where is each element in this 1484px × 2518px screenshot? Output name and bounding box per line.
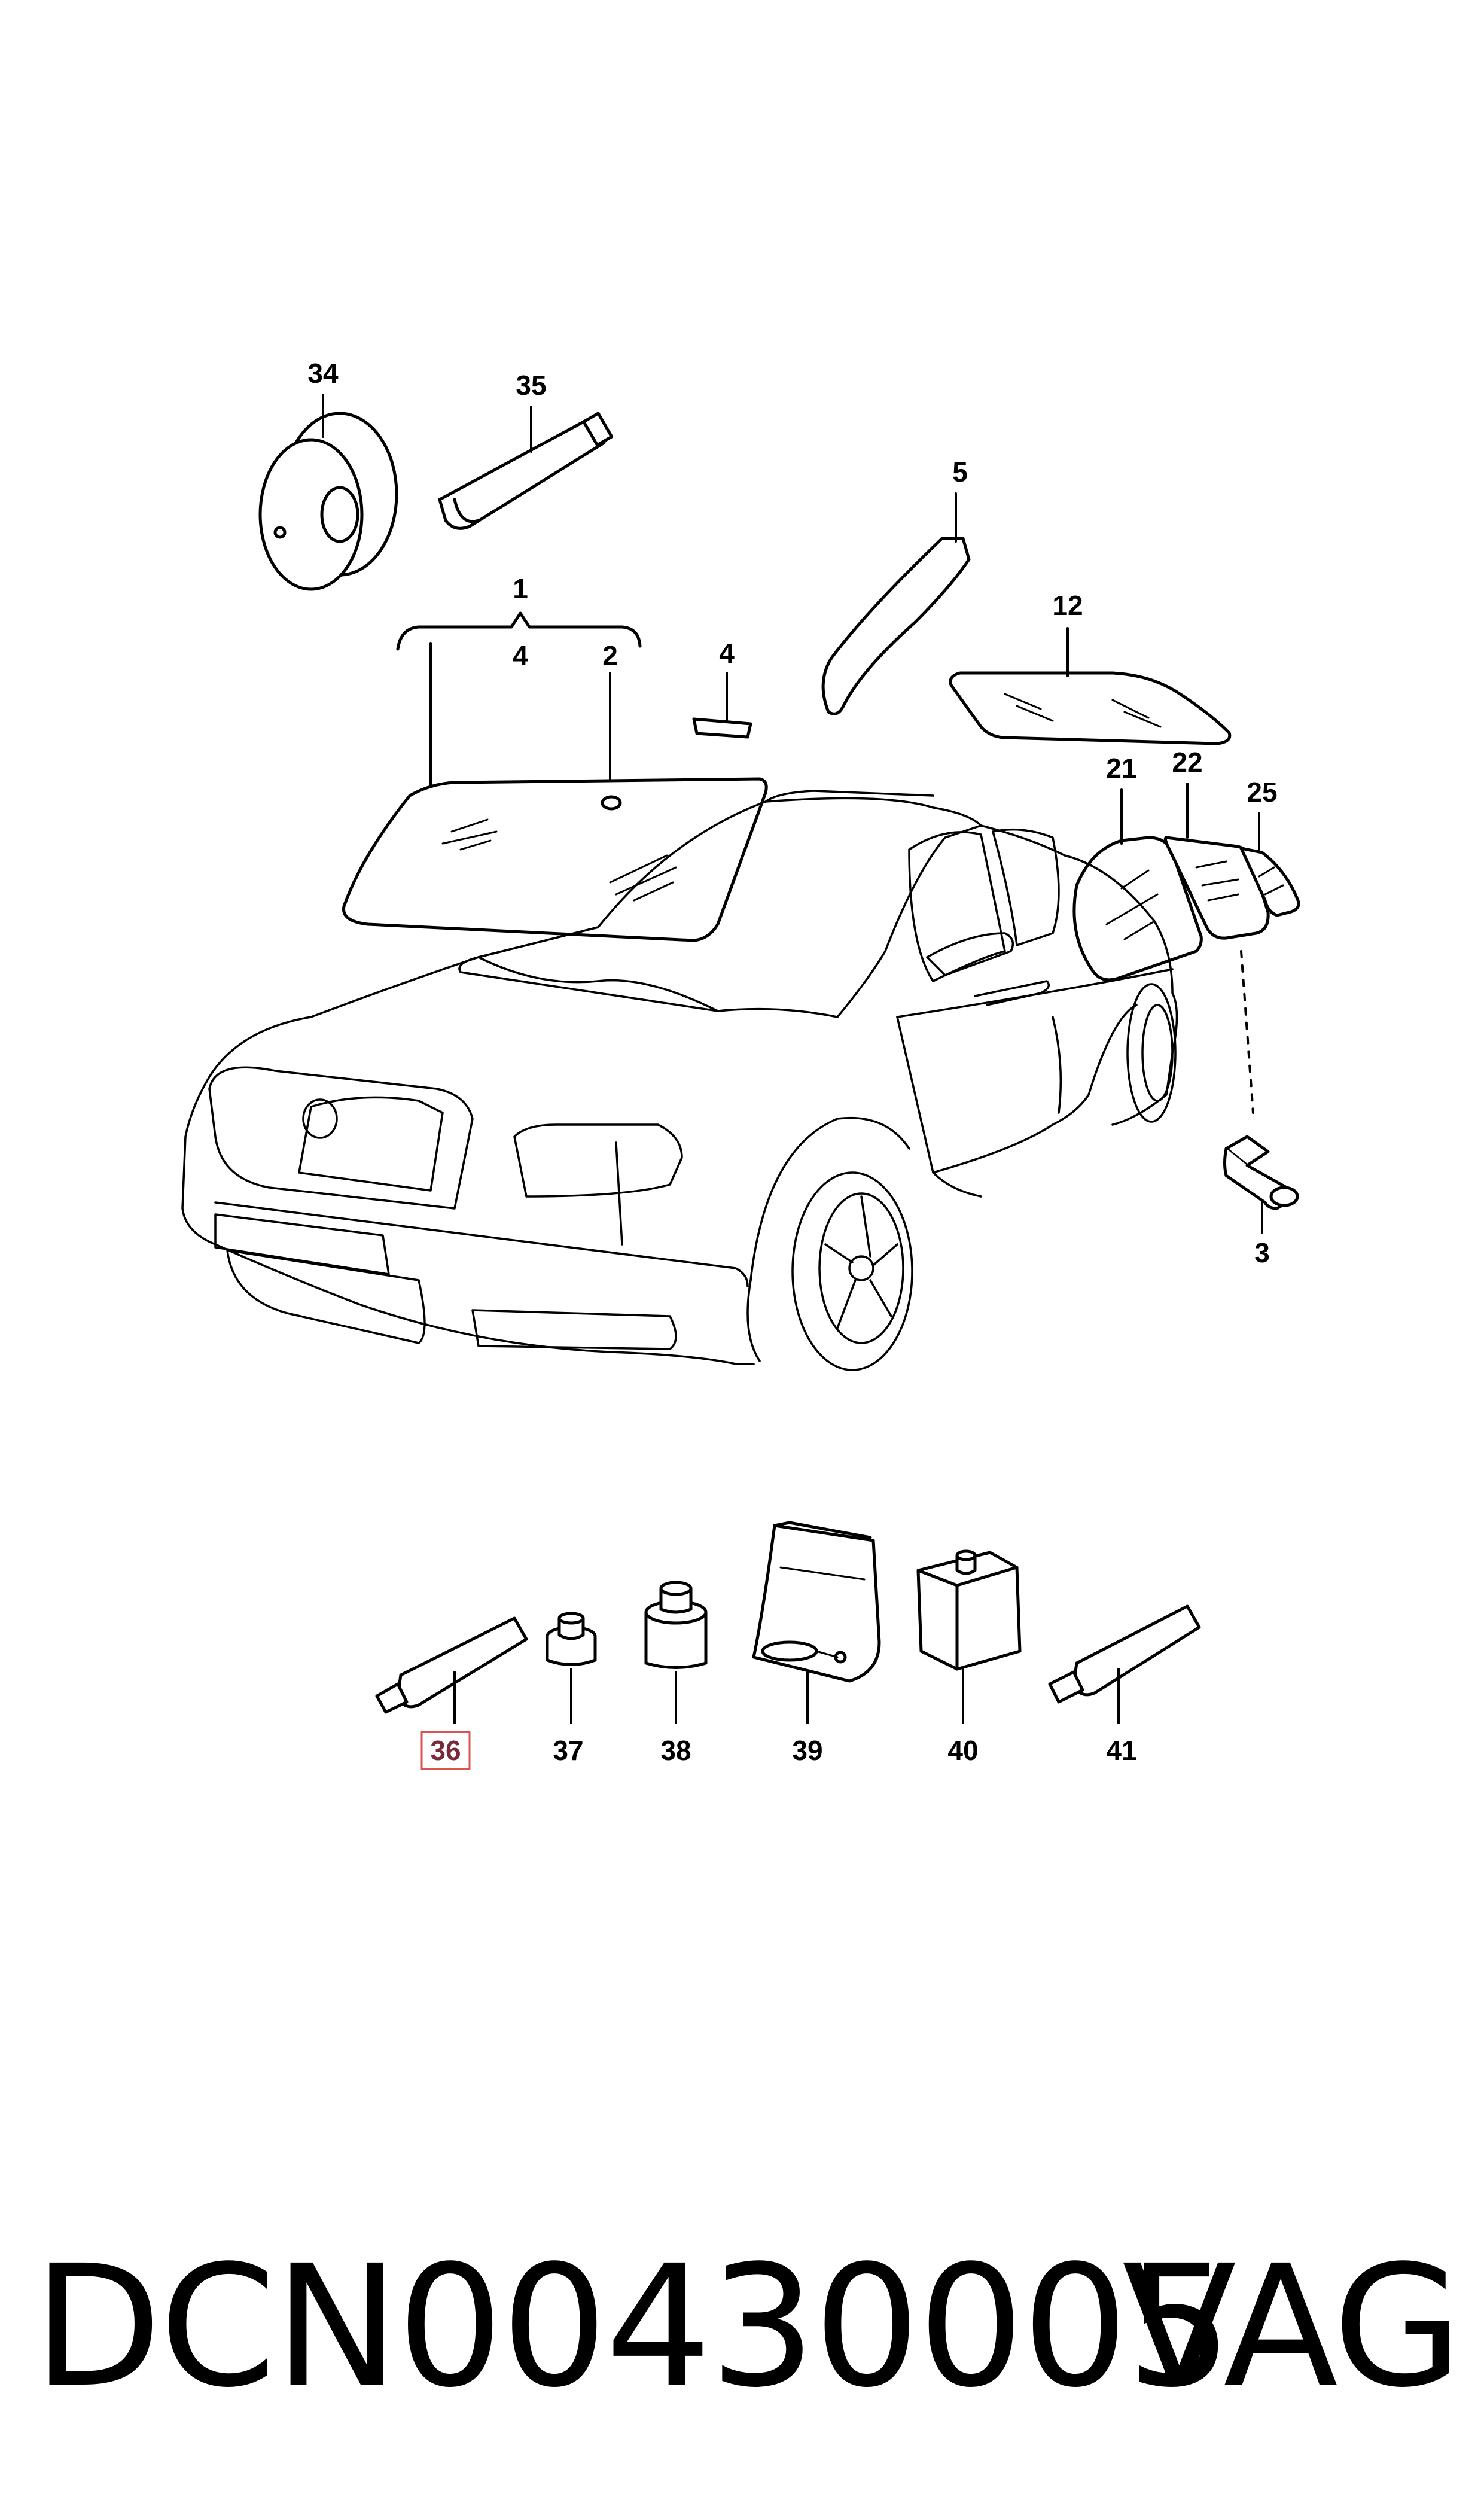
- part-code: DCN00430005: [33, 2230, 1233, 2425]
- callout-38[interactable]: 38: [660, 1735, 691, 1766]
- footer: DCN00430005 VAG: [0, 2213, 1484, 2441]
- callout-34[interactable]: 34: [307, 358, 339, 389]
- callout-35[interactable]: 35: [516, 370, 546, 401]
- car-body-illustration: [181, 790, 1178, 1371]
- tape-roll-part: [258, 394, 398, 591]
- clip-part: [1223, 1135, 1299, 1234]
- side-windows-part: [1072, 783, 1300, 1114]
- tube-36-part: [375, 1616, 528, 1724]
- callout-41[interactable]: 41: [1106, 1735, 1136, 1766]
- callout-37[interactable]: 37: [553, 1735, 583, 1766]
- bottle-37-part: [546, 1612, 597, 1724]
- rear-window-part: [949, 627, 1232, 745]
- callout-22[interactable]: 22: [1172, 747, 1202, 778]
- callout-36[interactable]: 36: [430, 1735, 461, 1766]
- kit-39-part: [752, 1521, 881, 1724]
- adhesive-tube-part: [438, 406, 614, 530]
- tube-41-part: [1048, 1604, 1201, 1724]
- callout-4[interactable]: 4: [513, 640, 528, 671]
- brand-name: VAG: [1122, 2230, 1462, 2425]
- callout-40[interactable]: 40: [947, 1735, 978, 1766]
- trim-strip-part: [821, 492, 971, 715]
- callout-39[interactable]: 39: [792, 1735, 822, 1766]
- callout-4[interactable]: 4: [719, 638, 735, 669]
- box-40-part: [916, 1549, 1022, 1724]
- callout-1[interactable]: 1: [513, 573, 528, 604]
- callout-2[interactable]: 2: [602, 640, 618, 671]
- jar-38-part: [644, 1581, 708, 1724]
- callout-21[interactable]: 21: [1106, 753, 1136, 784]
- callout-3[interactable]: 3: [1254, 1237, 1270, 1268]
- highlight-box: [420, 1731, 471, 1770]
- sensor-pad-part: [692, 672, 752, 739]
- callout-12[interactable]: 12: [1052, 590, 1083, 621]
- callout-5[interactable]: 5: [952, 456, 968, 488]
- callout-25[interactable]: 25: [1247, 777, 1277, 808]
- windscreen-part: [342, 777, 768, 942]
